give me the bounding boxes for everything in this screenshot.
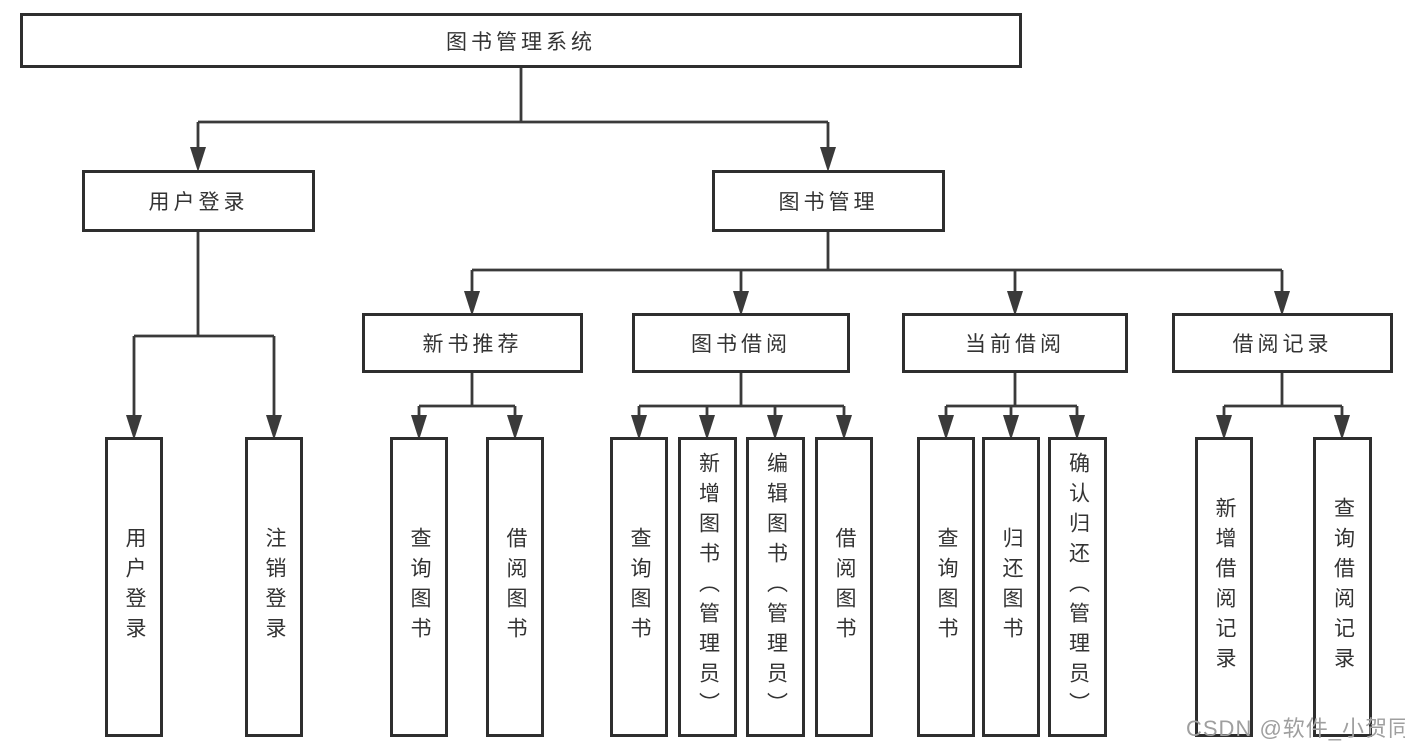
- node-user-login-label: 用户登录: [148, 191, 249, 214]
- arrowhead-leaf-query-record: [1334, 415, 1350, 440]
- node-current-borrowing-label: 当前借阅: [965, 333, 1065, 356]
- arrowhead-leaf-add-record: [1216, 415, 1232, 440]
- leaf-query-books-1: 查询图书: [390, 437, 448, 737]
- arrowhead-leaf-logout: [266, 415, 282, 440]
- node-borrowing-records: 借阅记录: [1172, 313, 1393, 373]
- arrowhead-leaf-query-books-1: [411, 415, 427, 440]
- leaf-add-books-admin: 新增图书（管理员）: [678, 437, 737, 737]
- leaf-edit-books-admin-label: 编辑图书（管理员）: [764, 452, 788, 722]
- arrowhead-leaf-query-books-2: [631, 415, 647, 440]
- leaf-query-borrow-record: 查询借阅记录: [1313, 437, 1372, 737]
- leaf-logout-label: 注销登录: [263, 527, 286, 647]
- arrowhead-leaf-add-books: [699, 415, 715, 440]
- node-book-management-label: 图书管理: [778, 191, 879, 214]
- connector-bookmgmt-to-level3: [470, 232, 1284, 294]
- node-new-book-recommend-label: 新书推荐: [422, 333, 523, 356]
- arrowhead-leaf-user-login: [126, 415, 142, 440]
- arrowhead-book-borrowing: [733, 291, 749, 316]
- arrowhead-current-borrowing: [1007, 291, 1023, 316]
- node-new-book-recommend: 新书推荐: [362, 313, 583, 373]
- connector-current-to-leaves: [944, 373, 1079, 418]
- arrowhead-leaf-query-books-3: [938, 415, 954, 440]
- leaf-query-books-3-label: 查询图书: [935, 527, 958, 647]
- arrowhead-leaf-return-books: [1003, 415, 1019, 440]
- arrowhead-leaf-edit-books: [767, 415, 783, 440]
- leaf-query-books-2: 查询图书: [610, 437, 668, 737]
- connector-userlogin-to-leaves: [132, 232, 276, 418]
- leaf-confirm-return-admin-label: 确认归还（管理员）: [1066, 452, 1090, 722]
- csdn-watermark: CSDN @软件_小贺同学: [1186, 716, 1405, 741]
- leaf-add-books-admin-label: 新增图书（管理员）: [696, 452, 720, 722]
- connector-newbook-to-leaves: [417, 373, 517, 418]
- arrowhead-leaf-borrow-books-1: [507, 415, 523, 440]
- leaf-query-books-1-label: 查询图书: [408, 527, 431, 647]
- arrowhead-book-management: [820, 147, 836, 172]
- leaf-borrow-books-2-label: 借阅图书: [833, 527, 856, 647]
- node-root-label: 图书管理系统: [446, 30, 596, 54]
- leaf-return-books: 归还图书: [982, 437, 1040, 737]
- connector-records-to-leaves: [1222, 373, 1344, 418]
- arrowhead-leaf-borrow-books-2: [836, 415, 852, 440]
- node-book-borrowing: 图书借阅: [632, 313, 850, 373]
- leaf-user-login: 用户登录: [105, 437, 163, 737]
- leaf-query-books-2-label: 查询图书: [628, 527, 651, 647]
- leaf-confirm-return-admin: 确认归还（管理员）: [1048, 437, 1107, 737]
- leaf-query-books-3: 查询图书: [917, 437, 975, 737]
- node-root-system: 图书管理系统: [20, 13, 1022, 68]
- node-book-borrowing-label: 图书借阅: [691, 333, 791, 356]
- arrowhead-leaf-confirm-return: [1069, 415, 1085, 440]
- leaf-add-borrow-record: 新增借阅记录: [1195, 437, 1253, 737]
- connector-borrowing-to-leaves: [637, 373, 846, 418]
- connector-root-to-level2: [196, 68, 830, 150]
- node-borrowing-records-label: 借阅记录: [1232, 333, 1333, 356]
- arrowhead-user-login: [190, 147, 206, 172]
- node-user-login: 用户登录: [82, 170, 315, 232]
- leaf-return-books-label: 归还图书: [1000, 527, 1023, 647]
- arrowhead-new-book-recommend: [464, 291, 480, 316]
- leaf-borrow-books-1: 借阅图书: [486, 437, 544, 737]
- leaf-user-login-label: 用户登录: [123, 527, 146, 647]
- leaf-borrow-books-1-label: 借阅图书: [504, 527, 527, 647]
- leaf-query-borrow-record-label: 查询借阅记录: [1331, 497, 1355, 677]
- leaf-add-borrow-record-label: 新增借阅记录: [1213, 497, 1236, 677]
- arrowhead-borrowing-records: [1274, 291, 1290, 316]
- node-current-borrowing: 当前借阅: [902, 313, 1128, 373]
- leaf-logout: 注销登录: [245, 437, 303, 737]
- leaf-edit-books-admin: 编辑图书（管理员）: [746, 437, 805, 737]
- leaf-borrow-books-2: 借阅图书: [815, 437, 873, 737]
- node-book-management: 图书管理: [712, 170, 945, 232]
